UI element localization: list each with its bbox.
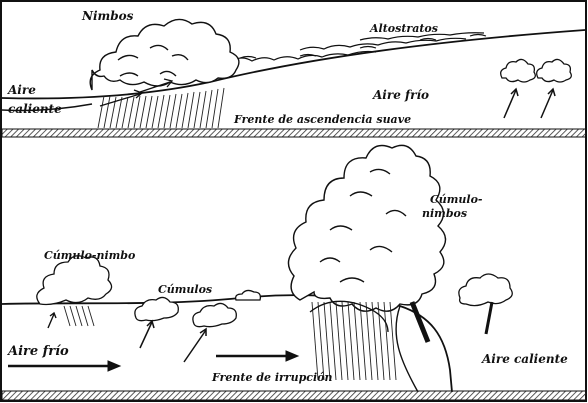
cumulonimbus-left-base xyxy=(63,305,95,327)
label-altostratos: Altostratos xyxy=(370,22,438,35)
ground-strip xyxy=(1,390,587,401)
label-aire-frio-top: Aire frío xyxy=(373,88,430,102)
cumulonimbus-rain xyxy=(311,301,397,381)
cold-air-arrows xyxy=(8,350,300,372)
right-updraft-bar xyxy=(409,301,431,343)
left-cloud-arrow xyxy=(47,311,57,329)
warm-air-arrows xyxy=(99,78,174,107)
nimbostratus-cloud xyxy=(89,18,240,91)
label-frente-irrupcion: Frente de irrupción xyxy=(212,371,333,384)
label-nimbos: Nimbos xyxy=(82,9,134,23)
frontal-swirl xyxy=(309,300,389,333)
panel-divider xyxy=(1,128,587,138)
top-right-updraft-arrows xyxy=(503,87,556,119)
label-aire-caliente-2: caliente xyxy=(8,102,62,116)
top-panel xyxy=(1,18,586,129)
cumulonimbus-left xyxy=(36,255,113,306)
bottom-panel xyxy=(1,144,513,393)
warm-air-updraft xyxy=(484,301,494,335)
label-aire-frio-bottom: Aire frío xyxy=(8,344,69,359)
warm-air-boundary xyxy=(1,103,93,112)
cumulus-arrows xyxy=(139,319,207,363)
label-cumulo-nimbos-2: nimbos xyxy=(422,207,468,220)
label-cumulo-nimbo: Cúmulo-nimbo xyxy=(44,249,136,262)
label-aire-caliente-bottom: Aire caliente xyxy=(482,352,568,366)
label-frente-ascendencia: Frente de ascendencia suave xyxy=(234,113,412,126)
label-aire-caliente-1: Aire xyxy=(8,83,36,97)
nimbos-rain xyxy=(97,87,225,129)
cold-front-nose xyxy=(395,305,419,393)
cumulonimbus-large xyxy=(287,144,447,312)
label-cumulo-nimbos-1: Cúmulo- xyxy=(430,193,483,206)
top-right-clouds xyxy=(500,58,572,83)
warm-air-cloud xyxy=(458,273,513,307)
label-cumulos: Cúmulos xyxy=(158,283,213,296)
cumulus-clouds xyxy=(134,289,262,328)
